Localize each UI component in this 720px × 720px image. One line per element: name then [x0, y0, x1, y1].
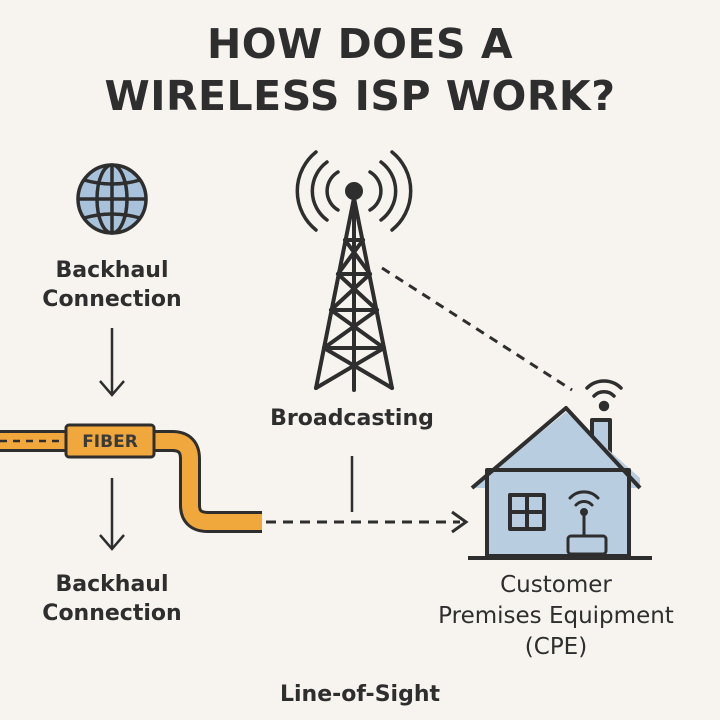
- router-icon: [566, 490, 608, 556]
- title-line-1: HOW DOES A: [206, 20, 514, 68]
- backhaul-label-top: Backhaul Connection: [42, 258, 182, 312]
- antenna-tower-icon: [314, 182, 394, 392]
- cpe-label: Customer Premises Equipment (CPE): [438, 572, 674, 660]
- backhaul-label-bottom: Backhaul Connection: [42, 572, 182, 626]
- signal-arrow-to-cpe: [266, 510, 469, 534]
- broadcasting-label: Broadcasting: [270, 406, 434, 431]
- wifi-signal-icon: [585, 379, 623, 412]
- globe-icon: [76, 163, 148, 235]
- broadcast-waves-icon: [295, 150, 413, 232]
- diagram-title: HOW DOES A WIRELESS ISP WORK?: [0, 18, 720, 122]
- line-of-sight-label: Line-of-Sight: [279, 682, 440, 707]
- fiber-cable: FIBER: [0, 423, 262, 533]
- house-icon: [468, 406, 652, 560]
- title-line-2: WIRELESS ISP WORK?: [104, 72, 616, 120]
- line-of-sight-dashed: [381, 266, 573, 392]
- arrow-down-bottom: [99, 478, 125, 551]
- fiber-label: FIBER: [82, 432, 138, 452]
- arrow-down-top: [99, 328, 125, 397]
